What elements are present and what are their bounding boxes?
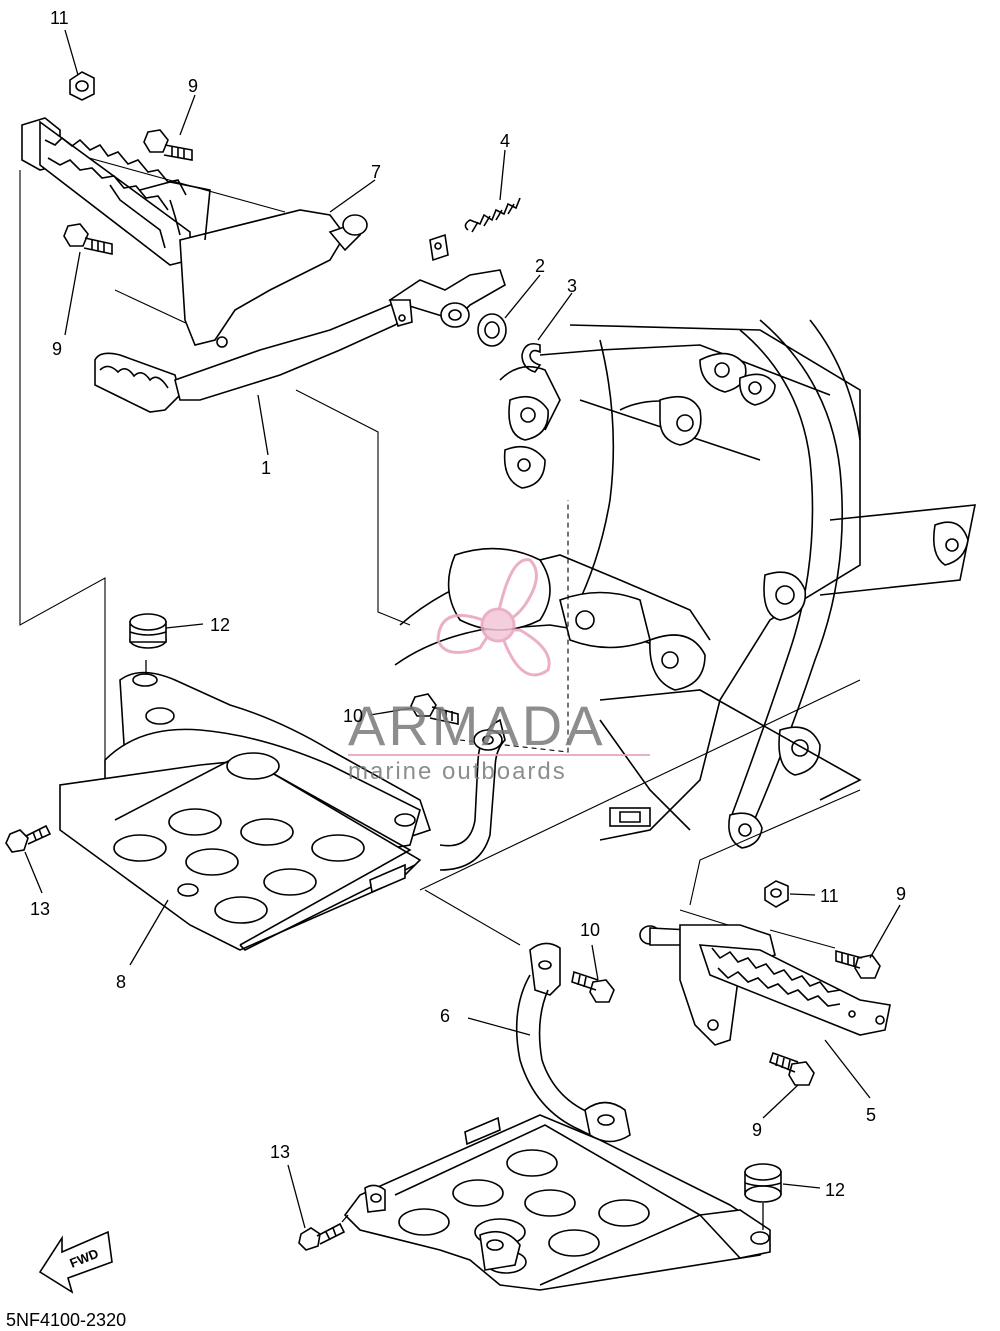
diagram-code: 5NF4100-2320 bbox=[6, 1310, 126, 1330]
callout-9-left: 9 bbox=[52, 339, 62, 359]
clip-3 bbox=[521, 342, 542, 373]
bolt-13-upper bbox=[5, 824, 52, 853]
watermark: ARMADA marine outboards bbox=[348, 558, 650, 785]
callout-13-lower: 13 bbox=[270, 1142, 290, 1162]
watermark-brand: ARMADA bbox=[348, 694, 606, 757]
callout-10-upper: 10 bbox=[343, 706, 363, 726]
nut-11-lower bbox=[764, 880, 789, 908]
bolt-9-upper bbox=[143, 129, 193, 161]
fwd-arrow-icon: FWD bbox=[38, 1230, 113, 1294]
spring-4 bbox=[464, 197, 521, 233]
leader-lines bbox=[24, 29, 901, 1230]
callout-7: 7 bbox=[371, 162, 381, 182]
callout-11-upper: 11 bbox=[50, 8, 69, 28]
callout-3: 3 bbox=[567, 276, 577, 296]
callout-9-upper: 9 bbox=[188, 76, 198, 96]
bolt-9-left bbox=[63, 223, 113, 255]
guard-plate-8 bbox=[59, 671, 506, 951]
footrest-right-5 bbox=[639, 924, 891, 1046]
watermark-tagline: marine outboards bbox=[348, 758, 567, 785]
callout-10-lower: 10 bbox=[580, 920, 600, 940]
callout-numbers: 11 9 7 4 2 3 9 1 12 10 13 8 11 9 10 6 5 … bbox=[30, 8, 906, 1200]
callout-12-lower: 12 bbox=[825, 1180, 845, 1200]
callout-11-lower: 11 bbox=[820, 886, 839, 906]
callout-4: 4 bbox=[500, 131, 510, 151]
callout-6: 6 bbox=[440, 1006, 450, 1026]
callout-13-upper: 13 bbox=[30, 899, 50, 919]
callout-8: 8 bbox=[116, 972, 126, 992]
bolt-9-lower bbox=[769, 1051, 815, 1086]
washer-2 bbox=[477, 313, 507, 347]
callout-12-upper: 12 bbox=[210, 615, 230, 635]
grommet-12-lower bbox=[744, 1163, 782, 1203]
frame-assembly bbox=[394, 319, 976, 849]
footrest-left bbox=[21, 117, 191, 266]
footrest-bracket-7 bbox=[139, 181, 368, 348]
bolt-13-lower bbox=[298, 1222, 346, 1251]
callout-1: 1 bbox=[261, 458, 271, 478]
callout-9-lower: 9 bbox=[752, 1120, 762, 1140]
callout-9-right: 9 bbox=[896, 884, 906, 904]
callout-5: 5 bbox=[866, 1105, 876, 1125]
bolt-10-upper bbox=[410, 693, 459, 725]
grommet-12-upper bbox=[129, 613, 167, 649]
brake-pedal-1 bbox=[94, 233, 506, 413]
guard-plate-6 bbox=[343, 942, 771, 1291]
bolt-10-lower bbox=[571, 970, 615, 1003]
nut-11-upper bbox=[69, 71, 95, 101]
bolt-9-lower-right bbox=[835, 949, 881, 979]
propeller-logo-icon bbox=[436, 558, 551, 677]
callout-2: 2 bbox=[535, 256, 545, 276]
